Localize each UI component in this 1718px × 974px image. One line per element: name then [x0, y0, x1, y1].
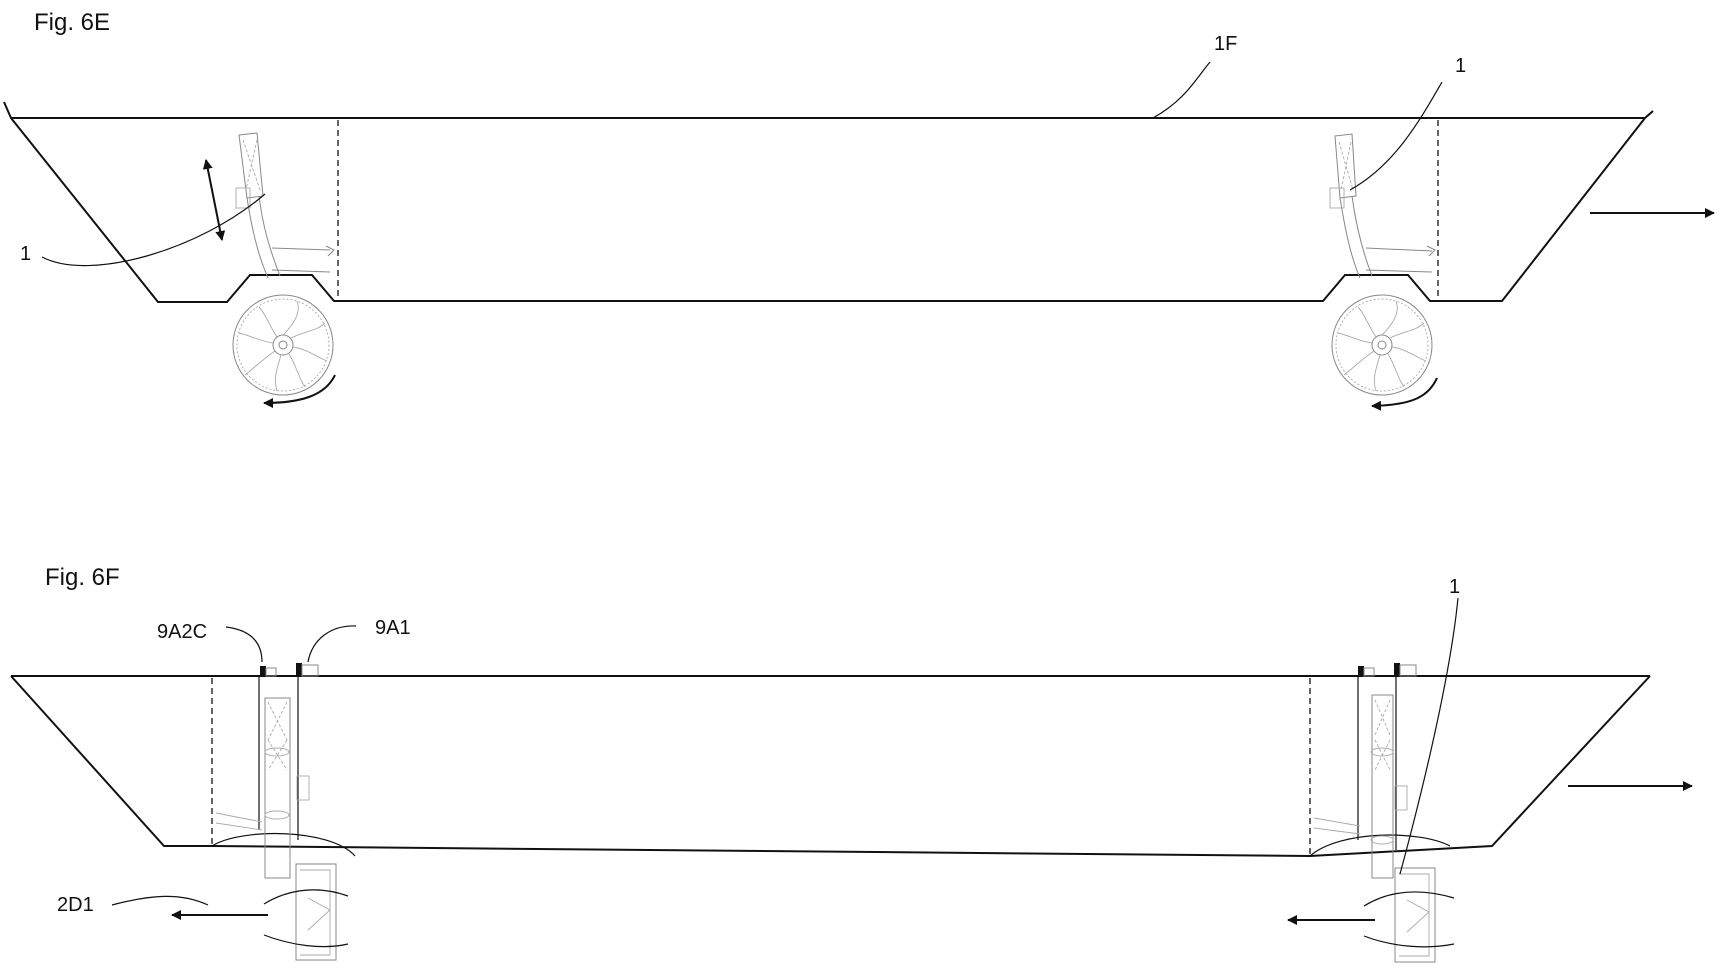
sensor-9a1-right — [1394, 663, 1417, 677]
arrow-rotation-6e-left — [263, 374, 336, 408]
leader-9a2c — [225, 626, 263, 663]
arrow-rotation-6e-right — [1371, 377, 1438, 411]
sensor-9a2c-left — [260, 666, 277, 677]
label-2d1: 2D1 — [57, 894, 94, 916]
label-1-6f: 1 — [1449, 576, 1460, 598]
leader-9a1 — [307, 625, 357, 663]
arrow-vertical-6e — [202, 159, 226, 241]
leg-assembly-6f-left — [215, 676, 349, 961]
label-1f: 1F — [1214, 33, 1237, 55]
sensor-9a1-left — [296, 663, 319, 677]
leader-1-6f — [1399, 597, 1459, 875]
vehicle-body-6e — [3, 101, 1654, 303]
leader-1-left-6e — [41, 193, 266, 267]
label-1-right-6e: 1 — [1455, 55, 1466, 77]
wheel-6e-right — [1331, 294, 1433, 396]
wheel-6e-left — [232, 294, 334, 396]
fig-6e-title: Fig. 6E — [34, 9, 110, 36]
sensor-9a2c-right — [1358, 666, 1375, 677]
leader-2d1 — [111, 895, 209, 906]
figure-6e: Fig. 6E 1F 1 — [3, 9, 1715, 411]
leg-assembly-6f-right — [1313, 676, 1455, 963]
leg-assembly-6e-right — [1329, 133, 1436, 279]
figure-6f: Fig. 6F — [10, 564, 1693, 963]
fig-6f-title: Fig. 6F — [45, 564, 120, 591]
vehicle-body-6f — [10, 675, 1651, 858]
leader-1f — [1152, 61, 1211, 119]
label-1-left-6e: 1 — [20, 243, 31, 265]
label-9a1: 9A1 — [375, 617, 411, 639]
leader-1-right-6e — [1349, 81, 1443, 191]
label-9a2c: 9A2C — [157, 621, 207, 643]
